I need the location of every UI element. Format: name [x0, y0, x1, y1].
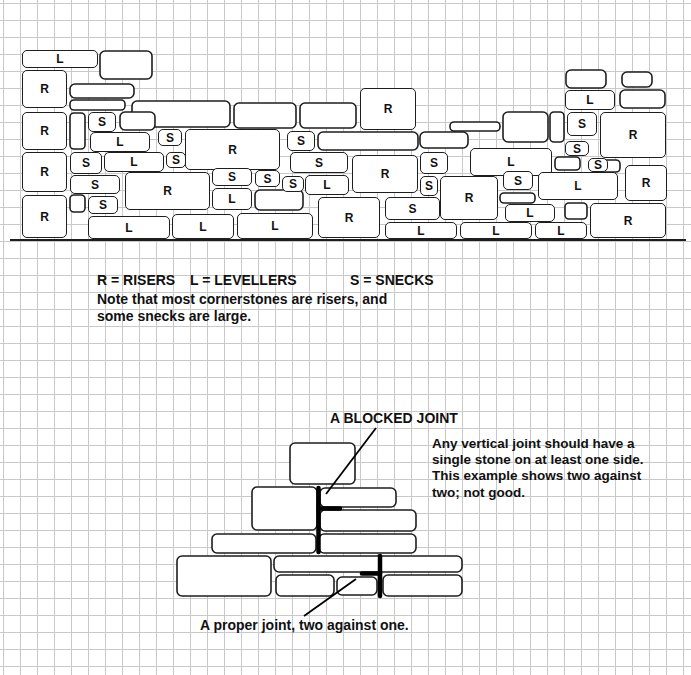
- callout-text: Any vertical joint should have a single …: [432, 436, 657, 501]
- stone-letter: S: [172, 154, 180, 166]
- stone-letter: S: [594, 159, 602, 171]
- stone: L: [538, 172, 618, 200]
- stone-letter: R: [228, 144, 237, 156]
- stone-letter: L: [574, 180, 581, 192]
- stone-letter: R: [465, 192, 474, 204]
- stone: R: [318, 197, 380, 238]
- stone: R: [600, 112, 666, 158]
- stone: L: [88, 216, 170, 239]
- callout-title: A BLOCKED JOINT: [330, 410, 458, 427]
- stone: S: [70, 175, 120, 194]
- stone: S: [88, 112, 116, 132]
- stone-letter: L: [586, 94, 593, 106]
- stone: L: [385, 222, 457, 239]
- stone-letter: L: [199, 221, 206, 233]
- stone: S: [212, 168, 252, 186]
- stone-letter: L: [116, 136, 123, 148]
- stone-letter: S: [82, 157, 90, 169]
- stone: R: [22, 70, 67, 108]
- stone: L: [535, 222, 587, 239]
- stone: S: [385, 197, 440, 220]
- stone: L: [172, 214, 234, 239]
- stone-letter: R: [40, 211, 49, 223]
- stone: S: [567, 112, 597, 136]
- stone-letter: L: [526, 207, 533, 219]
- stone-letter: S: [99, 199, 107, 211]
- stone-letter: L: [507, 156, 514, 168]
- stone: S: [588, 158, 608, 172]
- stone: L: [104, 152, 164, 172]
- stone: R: [440, 176, 498, 220]
- legend-key: R = RISERS: [97, 272, 175, 289]
- stone: L: [22, 50, 98, 68]
- stone-letter: S: [263, 173, 271, 185]
- callout-text: A proper joint, two against one.: [200, 617, 409, 634]
- stone: R: [352, 155, 418, 193]
- stone: L: [460, 222, 532, 239]
- stone-letter: R: [40, 166, 49, 178]
- stone-letter: S: [425, 180, 433, 192]
- stone-letter: S: [514, 175, 522, 187]
- stone: S: [290, 152, 348, 173]
- stone-letter: S: [408, 203, 416, 215]
- legend-key: S = SNECKS: [350, 272, 434, 289]
- stone-letter: L: [417, 225, 424, 237]
- stone: S: [158, 129, 182, 146]
- stone-letter: R: [629, 129, 638, 141]
- legend-key: L = LEVELLERS: [190, 272, 297, 289]
- stone: R: [125, 172, 210, 210]
- stone: L: [565, 90, 615, 110]
- stone-letter: S: [578, 118, 586, 130]
- stone: S: [70, 152, 102, 174]
- stone: S: [565, 141, 589, 156]
- stone: R: [625, 165, 667, 201]
- stone-letter: S: [289, 178, 297, 190]
- stone: L: [237, 213, 313, 239]
- stone: L: [90, 132, 150, 152]
- stone: R: [22, 152, 67, 192]
- stone-letter: S: [297, 135, 305, 147]
- stone-letter: L: [125, 222, 132, 234]
- stone: L: [305, 175, 349, 195]
- stone: R: [185, 129, 280, 170]
- stone-letter: S: [228, 171, 236, 183]
- stone: S: [282, 176, 304, 192]
- stone-letter: S: [315, 157, 323, 169]
- stone-letter: L: [130, 156, 137, 168]
- stone-letter: R: [381, 168, 390, 180]
- stone: S: [420, 176, 438, 196]
- stone-letter: S: [98, 116, 106, 128]
- stone: S: [287, 131, 315, 151]
- stone: R: [590, 203, 666, 238]
- stone-letter: R: [163, 185, 172, 197]
- stone-letter: R: [345, 212, 354, 224]
- stone-letter: L: [557, 225, 564, 237]
- stone: S: [255, 170, 280, 187]
- stone-letter: R: [40, 83, 49, 95]
- note-text: Note that most cornerstones are risers, …: [97, 291, 407, 325]
- stone: R: [22, 112, 67, 150]
- stone-letter: S: [166, 132, 174, 144]
- stone-letter: R: [624, 215, 633, 227]
- stone-letter: L: [492, 225, 499, 237]
- stone: S: [88, 196, 118, 214]
- stone-letter: R: [384, 103, 393, 115]
- stone-letter: R: [40, 125, 49, 137]
- stone: S: [420, 152, 448, 174]
- stone-letter: S: [91, 179, 99, 191]
- stone-letter: R: [642, 177, 651, 189]
- stone: S: [503, 171, 533, 190]
- stone: L: [212, 188, 252, 210]
- stone-letter: L: [271, 220, 278, 232]
- stone-letter: S: [430, 157, 438, 169]
- stone-letter: L: [323, 179, 330, 191]
- stone-letter: L: [56, 53, 63, 65]
- stone: R: [22, 195, 67, 238]
- stone: R: [360, 88, 416, 130]
- stone: S: [166, 152, 186, 168]
- stone-letter: L: [228, 193, 235, 205]
- stone: L: [505, 204, 555, 222]
- stone-letter: S: [573, 143, 581, 155]
